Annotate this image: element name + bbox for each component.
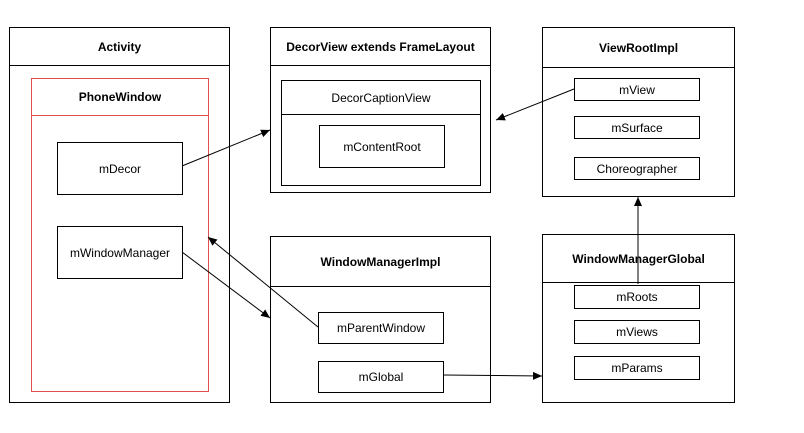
window-manager-global-title: WindowManagerGlobal (543, 235, 734, 283)
m-view-field: mView (574, 78, 700, 101)
m-surface-field: mSurface (574, 116, 700, 139)
view-root-impl-box: ViewRootImpl mView mSurface Choreographe… (542, 27, 735, 197)
m-views-field: mViews (574, 320, 700, 344)
decor-view-box: DecorView extends FrameLayout DecorCapti… (270, 27, 491, 193)
activity-title: Activity (10, 28, 229, 66)
decor-caption-view-title: DecorCaptionView (282, 81, 480, 115)
choreographer-field: Choreographer (574, 157, 700, 180)
phone-window-box: PhoneWindow mDecor mWindowManager (31, 78, 209, 392)
m-window-manager-field: mWindowManager (57, 226, 183, 279)
m-content-root-field: mContentRoot (319, 125, 445, 168)
window-manager-impl-box: WindowManagerImpl mParentWindow mGlobal (270, 236, 491, 403)
m-global-field: mGlobal (318, 361, 444, 393)
m-decor-field: mDecor (57, 142, 183, 195)
view-root-impl-title: ViewRootImpl (543, 28, 734, 68)
m-roots-field: mRoots (574, 285, 700, 309)
phone-window-title: PhoneWindow (32, 79, 208, 116)
decor-caption-view-box: DecorCaptionView mContentRoot (281, 80, 481, 186)
window-manager-impl-title: WindowManagerImpl (271, 237, 490, 287)
m-params-field: mParams (574, 356, 700, 380)
window-manager-global-box: WindowManagerGlobal mRoots mViews mParam… (542, 234, 735, 403)
decor-view-title: DecorView extends FrameLayout (271, 28, 490, 66)
activity-box: Activity PhoneWindow mDecor mWindowManag… (9, 27, 230, 403)
m-parent-window-field: mParentWindow (318, 312, 444, 344)
